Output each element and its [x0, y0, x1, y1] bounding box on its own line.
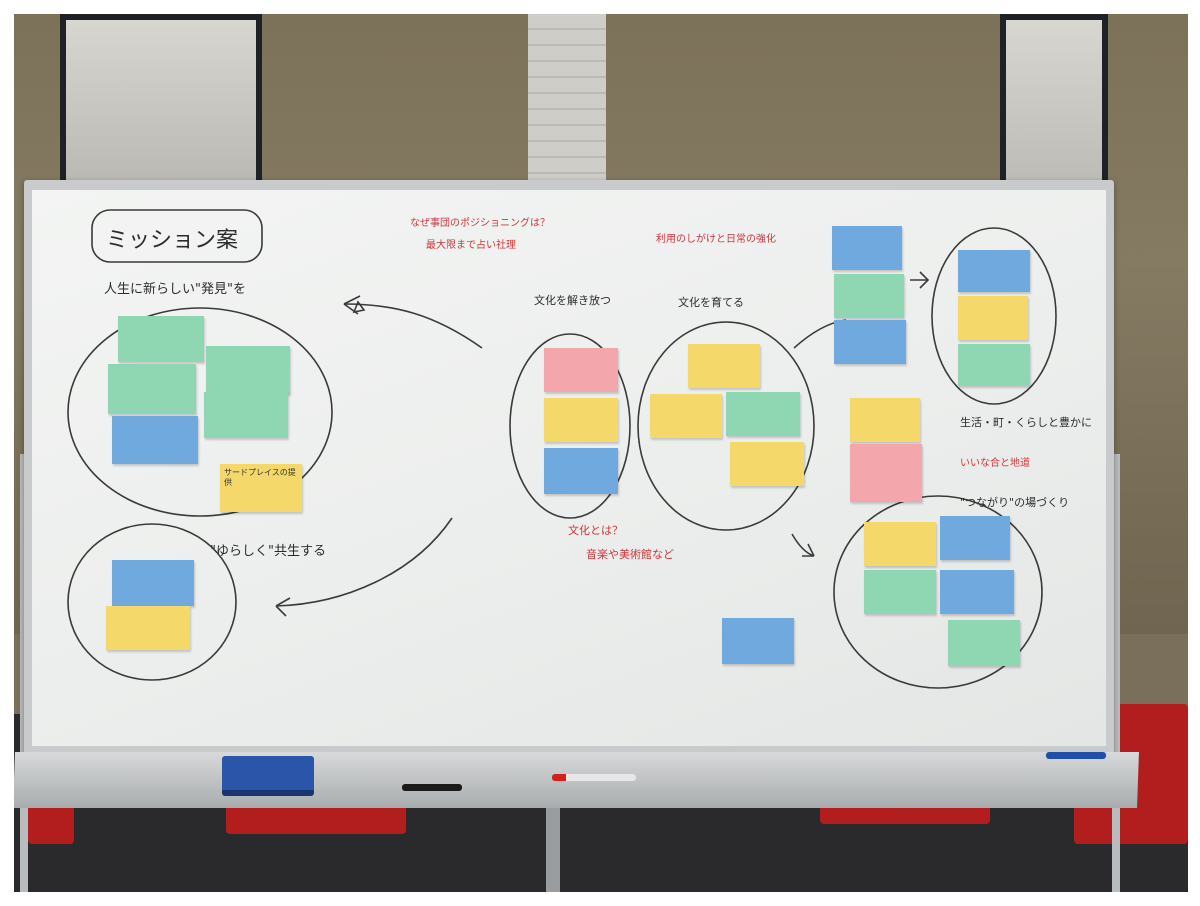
red-note: 利用のしがけと日常の強化 [656, 234, 776, 245]
phrase-culture-grow: 文化を育てる [678, 296, 744, 309]
sticky-note [940, 570, 1014, 614]
sticky-note [834, 320, 906, 364]
marker-black [402, 784, 462, 791]
sticky-note [948, 620, 1020, 666]
pillar-center [528, 14, 606, 194]
sticky-note [864, 522, 936, 566]
sticky-note [958, 344, 1030, 386]
sticky-note [108, 364, 196, 414]
sticky-note [832, 226, 902, 270]
sticky-note [118, 316, 204, 362]
red-note: いいな合と地道 [960, 458, 1030, 469]
phrase-connection: "つながり"の場づくり [960, 496, 1070, 509]
sticky-note [544, 348, 618, 392]
red-note: なぜ事団のポジショニングは？ [410, 218, 550, 229]
whiteboard-photo: ミッション案 人生に新らしい"発見"を "ゆらしく"共生する 文化を解き放つ 文… [14, 14, 1188, 892]
marker-blue [1046, 752, 1106, 759]
sticky-note [112, 416, 198, 464]
sticky-note [730, 442, 804, 486]
board-title: ミッション案 [106, 228, 239, 253]
sticky-note [112, 560, 194, 606]
window-left [60, 14, 262, 198]
sticky-note [106, 606, 190, 650]
phrase-lifestyle: 生活・町・くらしと豊かに [960, 416, 1092, 429]
sticky-note-third-place: サードプレイスの提供 [220, 464, 302, 512]
eraser [222, 756, 314, 796]
marker-red [552, 774, 636, 781]
sticky-note [958, 250, 1030, 292]
red-note: 文化とは？ [568, 524, 623, 537]
sticky-note [850, 444, 922, 502]
sticky-note [544, 398, 618, 442]
sticky-note [834, 274, 904, 318]
sticky-note [722, 618, 794, 664]
sticky-note [940, 516, 1010, 560]
sticky-note [958, 296, 1028, 340]
sticky-note [688, 344, 760, 388]
stand-leg [1112, 454, 1120, 892]
sticky-note [544, 448, 618, 494]
sticky-note [726, 392, 800, 436]
phrase-coexist: "ゆらしく"共生する [210, 544, 326, 559]
sticky-note [850, 398, 920, 442]
sticky-note [864, 570, 936, 614]
ink-drawings [67, 209, 1057, 689]
red-note: 最大限まで占い社理 [426, 240, 516, 251]
sticky-note [206, 346, 290, 394]
sticky-note [204, 392, 288, 438]
phrase-culture-release: 文化を解き放つ [534, 294, 611, 307]
red-note: 音楽や美術館など [586, 548, 674, 561]
sticky-note [650, 394, 722, 438]
phrase-discovery: 人生に新らしい"発見"を [104, 282, 246, 297]
